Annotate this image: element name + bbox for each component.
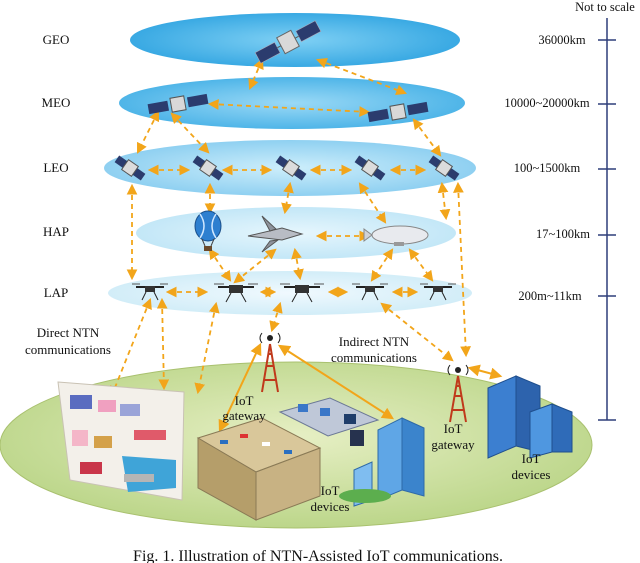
- drone-icon: [280, 283, 324, 303]
- scale-note: Not to scale: [575, 0, 635, 14]
- factory-line-illustration: [278, 397, 380, 446]
- leo-satellite-icon: [275, 155, 307, 181]
- figure-caption: Fig. 1. Illustration of NTN-Assisted IoT…: [133, 548, 503, 563]
- smart-port-illustration: [57, 381, 185, 501]
- altitude-scale-bar: [598, 18, 616, 421]
- layer-label-geo: GEO: [43, 32, 70, 47]
- leo-satellite-icon: [192, 155, 224, 181]
- drone-icon: [132, 283, 168, 301]
- indirect-ntn-label: communications: [331, 350, 417, 365]
- leo-satellite-icon: [428, 155, 460, 181]
- leo-satellite-icon: [114, 155, 146, 181]
- iot-devices-label: devices: [512, 467, 551, 482]
- altitude-label-leo: 100~1500km: [514, 161, 581, 175]
- layer-label-lap: LAP: [44, 285, 69, 300]
- airship-icon: [363, 225, 429, 246]
- layer-label-leo: LEO: [43, 160, 68, 175]
- iot-gateway-tower-icon: [447, 364, 469, 423]
- iot-gateway-label: IoT: [235, 393, 254, 408]
- layer-label-meo: MEO: [42, 95, 71, 110]
- direct-ntn-label: Direct NTN: [37, 325, 100, 340]
- drone-icon: [214, 283, 258, 303]
- drone-icon: [352, 283, 388, 301]
- layer-label-hap: HAP: [43, 224, 69, 239]
- ground-links: [218, 342, 503, 433]
- iot-gateway-label: gateway: [431, 437, 475, 452]
- parking-garage-illustration: [196, 417, 322, 521]
- drone-icon: [420, 283, 456, 301]
- ntn-links: [110, 58, 471, 398]
- iot-gateway-label: IoT: [444, 421, 463, 436]
- iot-gateway-label: gateway: [222, 408, 266, 423]
- iot-devices-label: IoT: [522, 451, 541, 466]
- altitude-label-meo: 10000~20000km: [504, 96, 590, 110]
- iot-devices-label: IoT: [321, 483, 340, 498]
- iot-gateway-tower-icon: [259, 332, 281, 393]
- direct-ntn-label: communications: [25, 342, 111, 357]
- altitude-label-geo: 36000km: [538, 33, 586, 47]
- balloon-icon: [194, 210, 222, 251]
- indirect-ntn-label: Indirect NTN: [339, 334, 410, 349]
- geo-satellite-icon: [254, 20, 322, 64]
- leo-satellite-icon: [354, 155, 386, 181]
- office-towers-illustration: [487, 375, 573, 459]
- high-altitude-aircraft-icon: [247, 215, 304, 253]
- city-tower-illustration: [339, 417, 425, 507]
- altitude-label-hap: 17~100km: [536, 227, 590, 241]
- iot-devices-label: devices: [311, 499, 350, 514]
- altitude-label-lap: 200m~11km: [518, 289, 582, 303]
- meo-satellite-icon: [147, 93, 209, 115]
- meo-satellite-icon: [367, 101, 429, 123]
- lap-layer: [108, 271, 472, 315]
